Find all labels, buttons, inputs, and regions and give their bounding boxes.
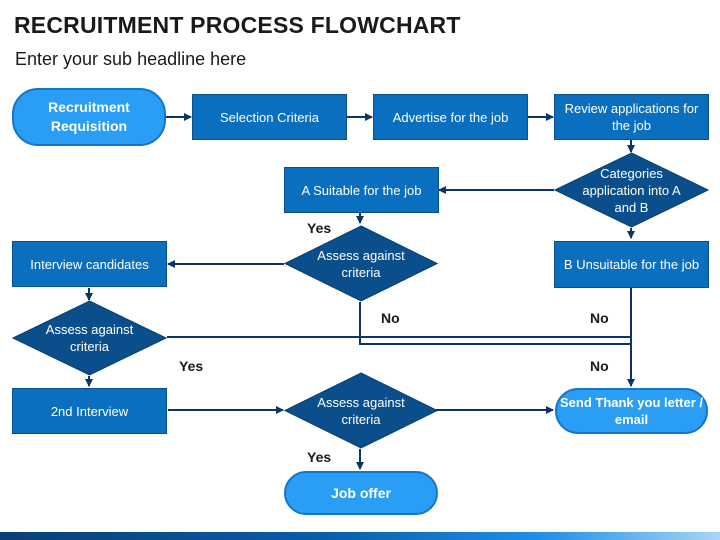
node-assess-2-decision: Assess against criteria xyxy=(12,300,167,376)
assess-1-label: Assess against criteria xyxy=(317,247,405,280)
node-job-offer: Job offer xyxy=(284,471,438,515)
node-recruitment-requisition: Recruitment Requisition xyxy=(12,88,166,146)
diamond-shape xyxy=(284,225,438,302)
label-yes-job-offer: Yes xyxy=(307,449,332,465)
assess-3-label: Assess against criteria xyxy=(317,394,405,427)
footer-accent-bar xyxy=(0,532,720,540)
label-no-assess-1: No xyxy=(381,310,400,326)
node-b-unsuitable: B Unsuitable for the job xyxy=(554,241,709,288)
page-subtitle: Enter your sub headline here xyxy=(15,49,247,69)
diamond-shape xyxy=(12,300,167,376)
node-advertise: Advertise for the job xyxy=(373,94,528,140)
node-assess-1-decision: Assess against criteria xyxy=(284,225,438,302)
label-no-thank-you: No xyxy=(590,358,609,374)
node-second-interview: 2nd Interview xyxy=(12,388,167,434)
node-assess-3-decision: Assess against criteria xyxy=(284,372,438,449)
assess-2-label: Assess against criteria xyxy=(45,322,134,354)
node-send-thank-you: Send Thank you letter / email xyxy=(555,388,708,434)
label-yes-a-suitable: Yes xyxy=(307,220,332,236)
node-selection-criteria: Selection Criteria xyxy=(192,94,347,140)
node-interview-candidates: Interview candidates xyxy=(12,241,167,287)
page-title: RECRUITMENT PROCESS FLOWCHART xyxy=(14,12,461,38)
node-review-applications: Review applications for the job xyxy=(554,94,709,140)
node-categories-decision: Categories application into A and B xyxy=(554,152,709,228)
diamond-shape xyxy=(284,372,438,449)
categories-label: Categories application into A and B xyxy=(582,165,681,215)
label-yes-assess-2: Yes xyxy=(179,358,204,374)
diamond-shape xyxy=(554,152,709,228)
node-a-suitable: A Suitable for the job xyxy=(284,167,439,213)
line-assess-1-no xyxy=(359,302,631,345)
label-no-b-unsuitable: No xyxy=(590,310,609,326)
